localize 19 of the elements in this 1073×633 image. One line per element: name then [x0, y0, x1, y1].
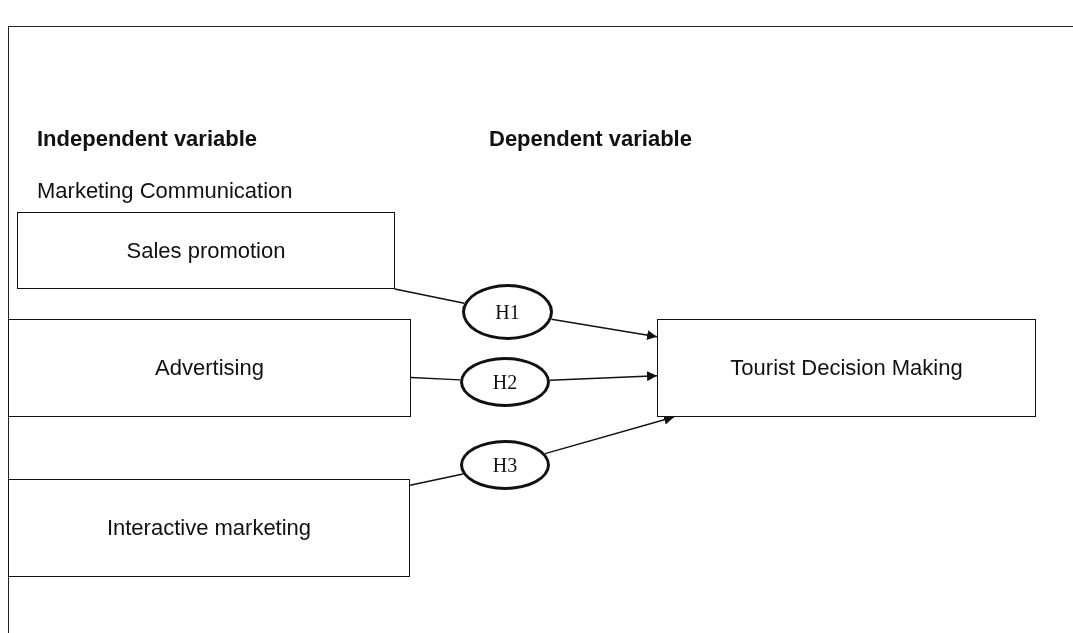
arrow: [550, 318, 658, 340]
variable-box: [657, 319, 1036, 417]
node-label: Sales promotion: [126, 237, 286, 264]
connector-line: [410, 376, 461, 381]
variable-box: [8, 319, 411, 417]
node-label: Interactive marketing: [106, 515, 312, 541]
variable-box: [17, 212, 395, 289]
node-label: H3: [492, 453, 518, 477]
arrow: [549, 371, 658, 382]
column-heading: Independent variable: [37, 126, 258, 152]
node-label: Tourist Decision Making: [730, 355, 963, 381]
group-heading: Marketing Communication: [37, 178, 293, 204]
variable-box: [8, 479, 410, 577]
node-label: H2: [492, 370, 518, 394]
node-label: Advertising: [155, 355, 264, 381]
node-label: H1: [495, 300, 520, 324]
column-heading: Dependent variable: [489, 126, 692, 152]
connector-line: [409, 473, 464, 486]
connector-line: [394, 288, 466, 304]
